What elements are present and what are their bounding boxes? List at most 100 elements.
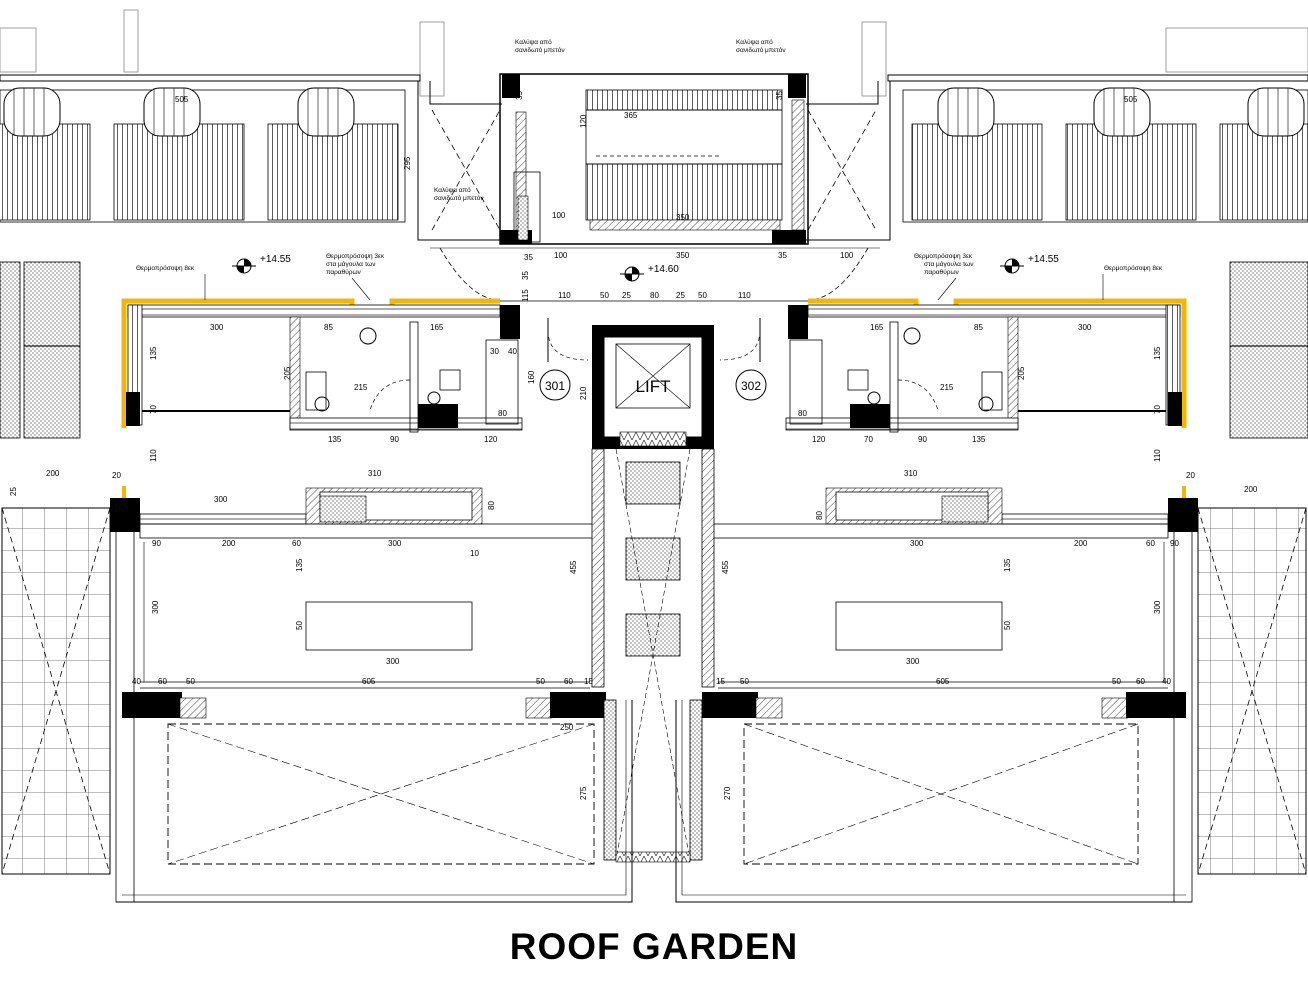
dim-301-room-50: 50 bbox=[295, 621, 304, 630]
dim-stair-35-bottom-r: 35 bbox=[778, 251, 787, 260]
dim-302-room-300: 300 bbox=[1153, 600, 1162, 614]
dim-302-room-300b: 300 bbox=[906, 657, 920, 666]
dim-301-300c: 300 bbox=[388, 539, 402, 548]
unit-301: 301 300 85 165 215 135 90 120 30 40 210 … bbox=[9, 304, 606, 719]
dim-bal-r-60: 60 bbox=[1136, 677, 1145, 686]
dim-301-40: 40 bbox=[508, 347, 517, 356]
dim-302-room-135: 135 bbox=[1003, 558, 1012, 572]
dim-stair-100-bottom-r: 100 bbox=[840, 251, 854, 260]
elevation-center: +14.60 bbox=[648, 264, 679, 275]
dim-302-side-70: 70 bbox=[1153, 405, 1162, 414]
dim-302-165: 165 bbox=[870, 323, 884, 332]
dim-301-160: 160 bbox=[527, 370, 536, 384]
dim-stair-120: 120 bbox=[579, 114, 588, 128]
dim-301-210: 210 bbox=[579, 386, 588, 400]
jamb-note-left-1: Θερμοπρόσοψη 3εκ bbox=[326, 252, 385, 260]
dim-302-side-110: 110 bbox=[1153, 449, 1162, 462]
dim-core-50b: 50 bbox=[698, 291, 707, 300]
dim-302-room-455: 455 bbox=[721, 560, 730, 574]
dim-301-200b: 200 bbox=[222, 539, 236, 548]
dim-302-135: 135 bbox=[972, 435, 986, 444]
dim-301-room-455: 455 bbox=[569, 560, 578, 574]
dim-core-25b: 25 bbox=[676, 291, 685, 300]
dim-302-215: 215 bbox=[940, 383, 954, 392]
dim-302-70: 70 bbox=[864, 435, 873, 444]
dim-core-110b: 110 bbox=[738, 291, 751, 300]
dim-bal-605: 605 bbox=[362, 677, 376, 686]
elevation-marker-right: +14.55 bbox=[1000, 254, 1059, 274]
jamb-note-right-1: Θερμοπρόσοψη 3εκ bbox=[914, 252, 973, 260]
dim-stair-350-mid: 350 bbox=[676, 213, 690, 222]
lift-label: LIFT bbox=[636, 377, 671, 396]
dim-301-120: 120 bbox=[484, 435, 498, 444]
jamb-note-left-2: στα μάγουλα των bbox=[326, 260, 376, 268]
dim-301-310: 310 bbox=[368, 469, 382, 478]
dim-295-left: 295 bbox=[403, 156, 412, 170]
dim-302-90: 90 bbox=[1170, 539, 1179, 548]
elevation-right: +14.55 bbox=[1028, 254, 1059, 265]
lift-core: 110 50 25 80 25 50 110 LIFT bbox=[500, 291, 808, 863]
dim-core-110a: 110 bbox=[558, 291, 571, 300]
dim-301-215: 215 bbox=[354, 383, 368, 392]
drawing-title: ROOF GARDEN bbox=[509, 926, 799, 967]
dim-stair-35-bottom: 35 bbox=[524, 253, 533, 262]
dim-301-300b: 300 bbox=[214, 495, 228, 504]
side-panels bbox=[0, 261, 1308, 439]
dim-core-50a: 50 bbox=[600, 291, 609, 300]
dim-302-60: 60 bbox=[1146, 539, 1155, 548]
stair-note-left-1: Καλύψα από bbox=[515, 38, 552, 46]
dim-stair-350-bottom: 350 bbox=[676, 251, 690, 260]
stair-note-inner-1: Καλύψα από bbox=[434, 186, 471, 194]
dim-301-90: 90 bbox=[390, 435, 399, 444]
dim-bal-r-605: 605 bbox=[936, 677, 950, 686]
roof-strip-right: 505 bbox=[804, 21, 1308, 241]
dim-301-room-135: 135 bbox=[295, 558, 304, 572]
dim-stair-100-bottom: 100 bbox=[554, 251, 568, 260]
dim-bal-r-50b: 50 bbox=[1112, 677, 1121, 686]
dim-302-80b: 80 bbox=[815, 511, 824, 520]
dim-301-60: 60 bbox=[292, 539, 301, 548]
dim-bal-40: 40 bbox=[132, 677, 141, 686]
dim-302-200: 200 bbox=[1074, 539, 1088, 548]
unit-301-label: 301 bbox=[545, 379, 565, 393]
dim-302-85: 85 bbox=[974, 323, 983, 332]
elevation-marker-center: +14.60 bbox=[620, 264, 679, 282]
dim-302-20: 20 bbox=[1186, 471, 1195, 480]
dim-stair-35b: 35 bbox=[775, 91, 784, 100]
insulation-note-right: Θερμοπρόσοψη 8εκ bbox=[1104, 264, 1163, 272]
dim-301-80b: 80 bbox=[487, 501, 496, 510]
jamb-note-left-3: παραθύρων bbox=[326, 268, 361, 276]
dim-core-80: 80 bbox=[650, 291, 659, 300]
elevation-marker-left: +14.55 bbox=[232, 254, 291, 274]
dim-301-300: 300 bbox=[210, 323, 224, 332]
dim-301-side-205: 205 bbox=[283, 366, 292, 380]
dim-302-300: 300 bbox=[910, 539, 924, 548]
roof-garden-areas: 275 270 250 bbox=[1, 507, 1307, 903]
dim-301-side-135: 135 bbox=[149, 346, 158, 360]
dim-301-135: 135 bbox=[328, 435, 342, 444]
dim-301-85: 85 bbox=[324, 323, 333, 332]
dim-505-right: 505 bbox=[1124, 95, 1138, 104]
stair-note-right-2: σανιδωτό μπετόν bbox=[736, 46, 786, 54]
dim-301-room-300b: 300 bbox=[386, 657, 400, 666]
jamb-note-right-2: στα μάγουλα των bbox=[924, 260, 974, 268]
dim-garden-250: 250 bbox=[560, 723, 574, 732]
dim-301-25: 25 bbox=[9, 487, 18, 496]
dim-302-310: 310 bbox=[904, 469, 918, 478]
dim-stair-100-mid: 100 bbox=[552, 211, 566, 220]
insulation-note-left: Θερμοπρόσοψη 8εκ bbox=[136, 264, 195, 272]
dim-bal-r-15: 15 bbox=[716, 677, 725, 686]
unit-302-label: 302 bbox=[741, 379, 761, 393]
dim-stair-h115: 115 bbox=[521, 289, 530, 302]
dim-505-left: 505 bbox=[175, 95, 189, 104]
elevation-left: +14.55 bbox=[260, 254, 291, 265]
dim-302-side-135: 135 bbox=[1153, 346, 1162, 360]
dim-302-room-50: 50 bbox=[1003, 621, 1012, 630]
dim-302-90: 90 bbox=[918, 435, 927, 444]
jamb-note-right-3: παραθύρων bbox=[924, 268, 959, 276]
dim-301-side-110: 110 bbox=[149, 449, 158, 462]
dim-garden-270: 270 bbox=[723, 786, 732, 800]
dim-stair-35a: 35 bbox=[515, 91, 524, 100]
dim-bal-r-50: 50 bbox=[740, 677, 749, 686]
stair-note-left-2: σανιδωτό μπετόν bbox=[515, 46, 565, 54]
